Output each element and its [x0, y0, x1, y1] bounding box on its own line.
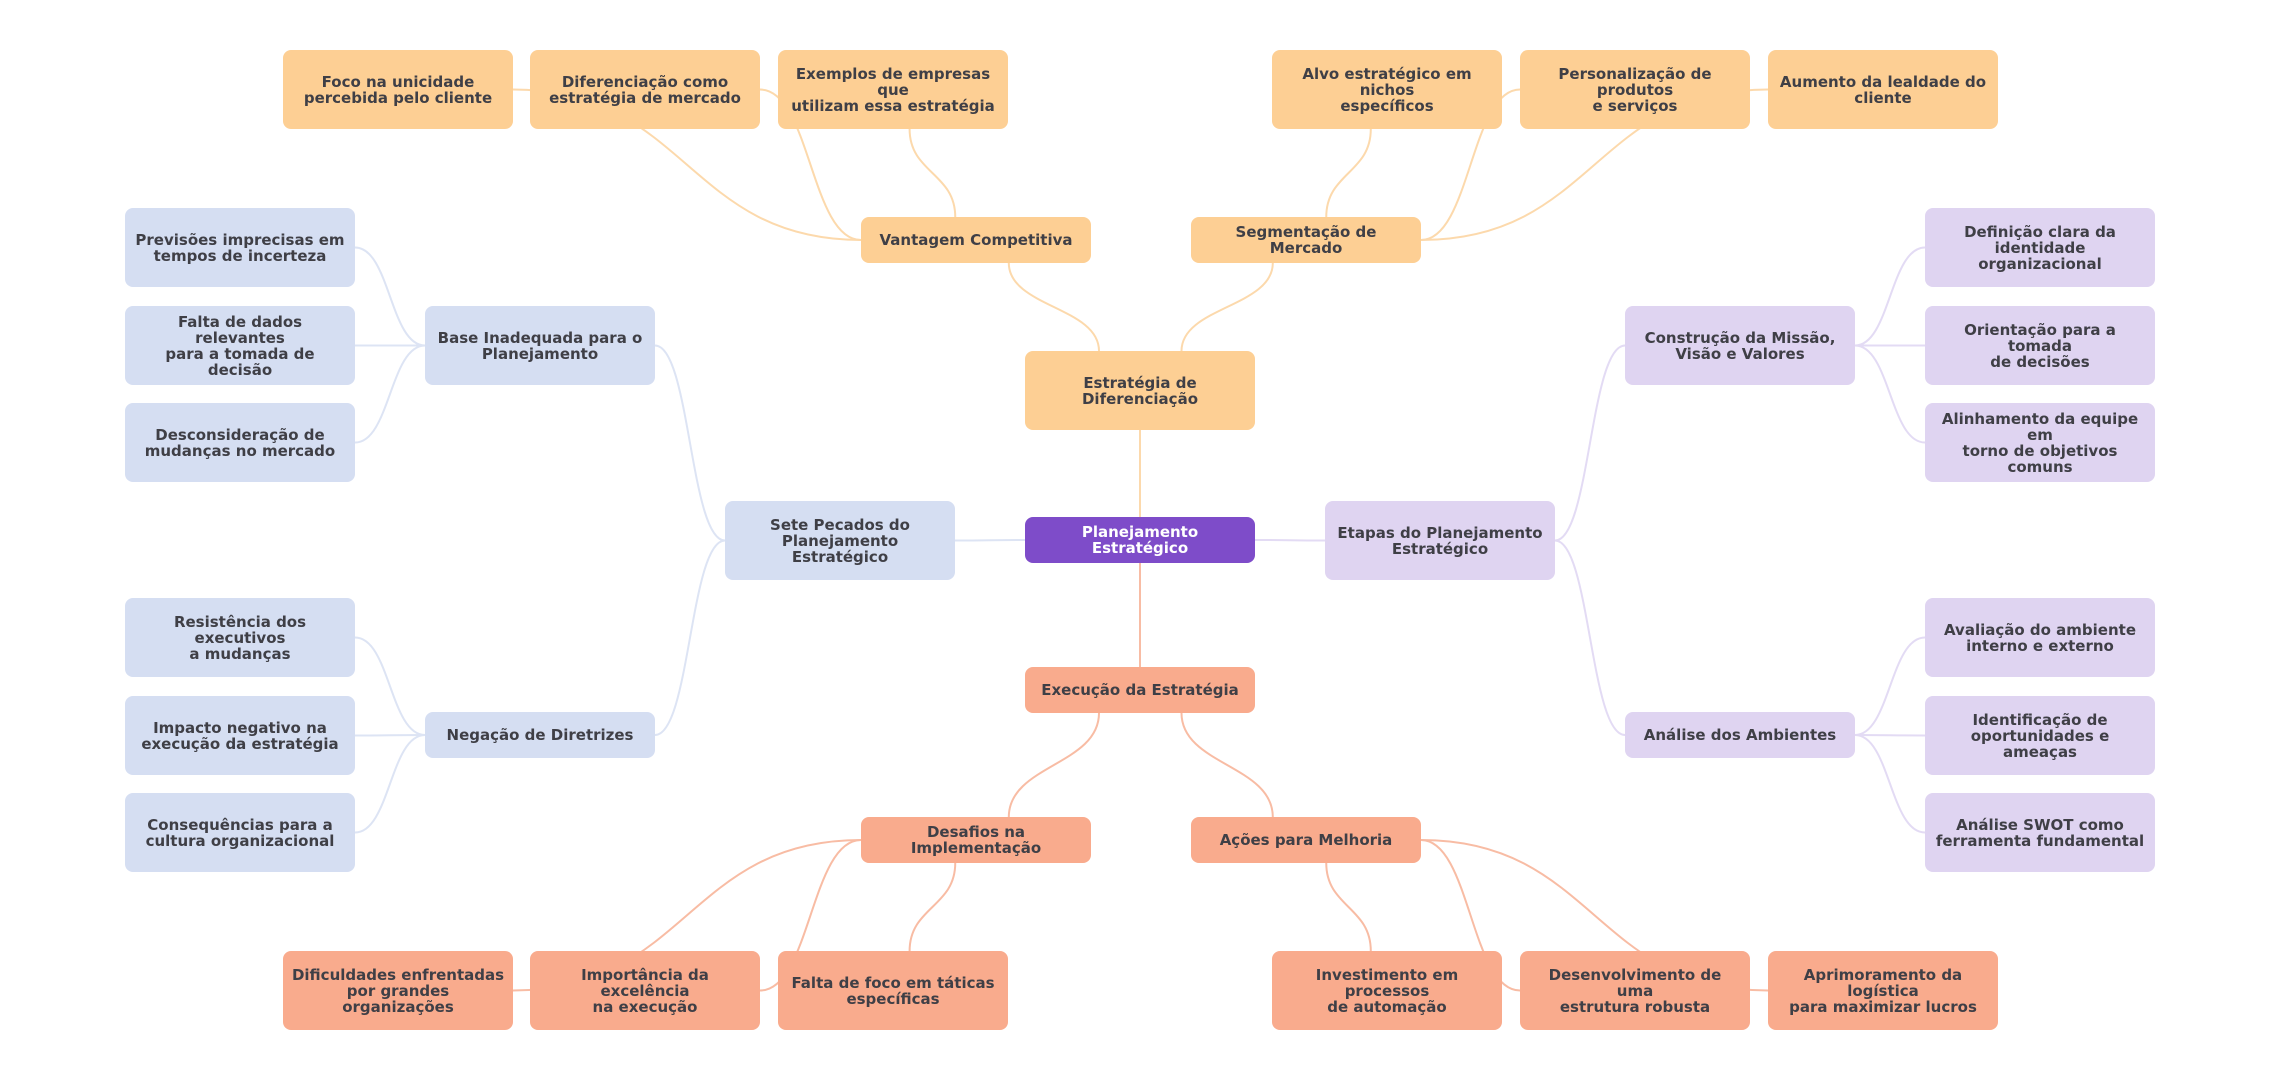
node-label: Previsões imprecisas em tempos de incert… [135, 230, 345, 265]
node-label: Alinhamento da equipe em torno de objeti… [1941, 409, 2139, 476]
edge-dif-seg [1180, 262, 1274, 352]
node-invest[interactable]: Investimento em processos de automação [1272, 951, 1502, 1030]
node-sete[interactable]: Sete Pecados do Planejamento Estratégico [725, 501, 955, 580]
node-alvo[interactable]: Alvo estratégico em nichos específicos [1272, 50, 1502, 129]
node-orient[interactable]: Orientação para a tomada de decisões [1925, 306, 2155, 385]
node-desafios[interactable]: Desafios na Implementação [861, 817, 1091, 863]
edge-vant-exemplos [908, 128, 957, 218]
node-label: Base Inadequada para o Planejamento [437, 328, 643, 363]
root-node[interactable]: Planejamento Estratégico [1025, 517, 1255, 563]
node-exemplos[interactable]: Exemplos de empresas que utilizam essa e… [778, 50, 1008, 129]
edge-base-descons [354, 344, 426, 444]
node-swot[interactable]: Análise SWOT como ferramenta fundamental [1925, 793, 2155, 872]
node-etapas[interactable]: Etapas do Planejamento Estratégico [1325, 501, 1555, 580]
node-label: Diferenciação como estratégia de mercado [549, 72, 741, 107]
node-label: Impacto negativo na execução da estratég… [141, 718, 339, 753]
node-label: Segmentação de Mercado [1235, 223, 1377, 257]
edge-exec-acoes [1180, 712, 1274, 818]
node-acoes[interactable]: Ações para Melhoria [1191, 817, 1421, 863]
node-vant[interactable]: Vantagem Competitiva [861, 217, 1091, 263]
node-analise[interactable]: Análise dos Ambientes [1625, 712, 1855, 758]
edge-analise-identif [1854, 734, 1926, 737]
node-avaliacao[interactable]: Avaliação do ambiente interno e externo [1925, 598, 2155, 677]
node-label: Desenvolvimento de uma estrutura robusta [1548, 965, 1722, 1016]
node-pers[interactable]: Personalização de produtos e serviços [1520, 50, 1750, 129]
node-label: Construção da Missão, Visão e Valores [1644, 328, 1836, 363]
node-aprim[interactable]: Aprimoramento da logística para maximiza… [1768, 951, 1998, 1030]
node-lealdade[interactable]: Aumento da lealdade do cliente [1768, 50, 1998, 129]
node-label: Aumento da lealdade do cliente [1779, 72, 1987, 107]
node-label: Alvo estratégico em nichos específicos [1302, 64, 1472, 115]
node-dif[interactable]: Estratégia de Diferenciação [1025, 351, 1255, 430]
node-difmerc[interactable]: Diferenciação como estratégia de mercado [530, 50, 760, 129]
node-label: Ações para Melhoria [1219, 831, 1393, 849]
node-label: Personalização de produtos e serviços [1558, 64, 1712, 115]
node-label: Execução da Estratégia [1041, 681, 1239, 699]
node-label: Avaliação do ambiente interno e externo [1943, 620, 2136, 655]
node-identif[interactable]: Identificação de oportunidades e ameaças [1925, 696, 2155, 775]
node-exec[interactable]: Execução da Estratégia [1025, 667, 1255, 713]
node-definicao[interactable]: Definição clara da identidade organizaci… [1925, 208, 2155, 287]
node-base[interactable]: Base Inadequada para o Planejamento [425, 306, 655, 385]
node-label: Etapas do Planejamento Estratégico [1337, 523, 1543, 558]
node-descons[interactable]: Desconsideração de mudanças no mercado [125, 403, 355, 482]
edge-negacao-conseq [354, 734, 426, 834]
node-label: Falta de foco em táticas específicas [791, 973, 995, 1008]
edge-acoes-invest [1325, 862, 1372, 952]
node-label: Importância da excelência na execução [581, 965, 709, 1016]
edge-seg-alvo [1325, 128, 1372, 218]
node-label: Estratégia de Diferenciação [1081, 373, 1198, 408]
node-label: Desconsideração de mudanças no mercado [144, 425, 336, 460]
edge-etapas-constr [1554, 344, 1626, 542]
edge-negacao-resist [354, 636, 426, 736]
node-label: Análise SWOT como ferramenta fundamental [1935, 815, 2145, 850]
edge-constr-definicao [1854, 246, 1926, 347]
node-label: Falta de dados relevantes para a tomada … [165, 312, 315, 379]
node-label: Sete Pecados do Planejamento Estratégico [770, 515, 910, 566]
node-label: Aprimoramento da logística para maximiza… [1789, 965, 1977, 1016]
edge-analise-swot [1854, 734, 1926, 834]
edge-desafios-faltafoco [908, 862, 957, 952]
node-foco[interactable]: Foco na unicidade percebida pelo cliente [283, 50, 513, 129]
node-label: Consequências para a cultura organizacio… [145, 815, 335, 850]
node-dificuld[interactable]: Dificuldades enfrentadas por grandes org… [283, 951, 513, 1030]
node-label: Orientação para a tomada de decisões [1964, 320, 2116, 371]
node-faltadados[interactable]: Falta de dados relevantes para a tomada … [125, 306, 355, 385]
edge-dif-vant [1007, 262, 1100, 352]
node-label: Dificuldades enfrentadas por grandes org… [291, 965, 505, 1016]
node-label: Negação de Diretrizes [446, 726, 634, 744]
edge-etapas-analise [1554, 539, 1626, 736]
node-conseq[interactable]: Consequências para a cultura organizacio… [125, 793, 355, 872]
edge-constr-alinh [1854, 344, 1926, 444]
node-label: Desafios na Implementação [910, 823, 1042, 857]
node-label: Análise dos Ambientes [1643, 726, 1837, 744]
edge-base-previsoes [354, 246, 426, 347]
node-constr[interactable]: Construção da Missão, Visão e Valores [1625, 306, 1855, 385]
node-label: Identificação de oportunidades e ameaças [1970, 710, 2110, 761]
node-import[interactable]: Importância da excelência na execução [530, 951, 760, 1030]
node-label: Exemplos de empresas que utilizam essa e… [791, 64, 995, 115]
node-label: Investimento em processos de automação [1315, 965, 1459, 1016]
node-faltafoco[interactable]: Falta de foco em táticas específicas [778, 951, 1008, 1030]
node-label: Definição clara da identidade organizaci… [1964, 222, 2116, 273]
edge-sete-negacao [654, 539, 726, 736]
node-label: Foco na unicidade percebida pelo cliente [303, 72, 493, 107]
node-desenv[interactable]: Desenvolvimento de uma estrutura robusta [1520, 951, 1750, 1030]
node-seg[interactable]: Segmentação de Mercado [1191, 217, 1421, 263]
node-negacao[interactable]: Negação de Diretrizes [425, 712, 655, 758]
node-label: Planejamento Estratégico [1081, 523, 1199, 557]
edge-exec-desafios [1007, 712, 1100, 818]
node-alinh[interactable]: Alinhamento da equipe em torno de objeti… [1925, 403, 2155, 482]
node-previsoes[interactable]: Previsões imprecisas em tempos de incert… [125, 208, 355, 287]
node-resist[interactable]: Resistência dos executivos a mudanças [125, 598, 355, 677]
node-impacto[interactable]: Impacto negativo na execução da estratég… [125, 696, 355, 775]
edge-sete-base [654, 344, 726, 542]
edge-root-sete [954, 539, 1026, 542]
node-label: Resistência dos executivos a mudanças [173, 612, 307, 663]
edge-root-etapas [1254, 539, 1326, 542]
edge-analise-avaliacao [1854, 636, 1926, 736]
edge-negacao-impacto [354, 734, 426, 737]
node-label: Vantagem Competitiva [879, 231, 1073, 249]
